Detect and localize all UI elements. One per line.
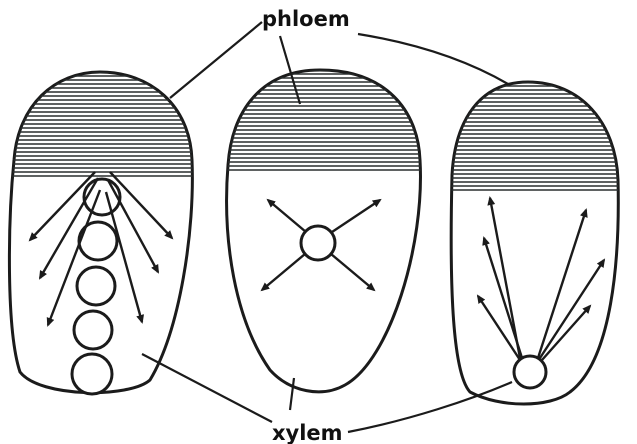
xylem-vessel (84, 179, 120, 215)
phloem-leader-left (170, 22, 262, 98)
xylem-vessel (514, 356, 546, 388)
bundle-right (445, 82, 622, 404)
xylem-vessel (77, 267, 115, 305)
phloem-leader-right (358, 34, 508, 84)
xylem-leader-left (142, 354, 272, 422)
xylem-vessel (72, 354, 112, 394)
bundle-middle (220, 70, 425, 392)
phloem-label: phloem (262, 7, 350, 31)
phloem-region-left (0, 72, 200, 176)
xylem-label: xylem (272, 421, 343, 444)
xylem-vessel (74, 311, 112, 349)
bundle-left (0, 72, 200, 394)
